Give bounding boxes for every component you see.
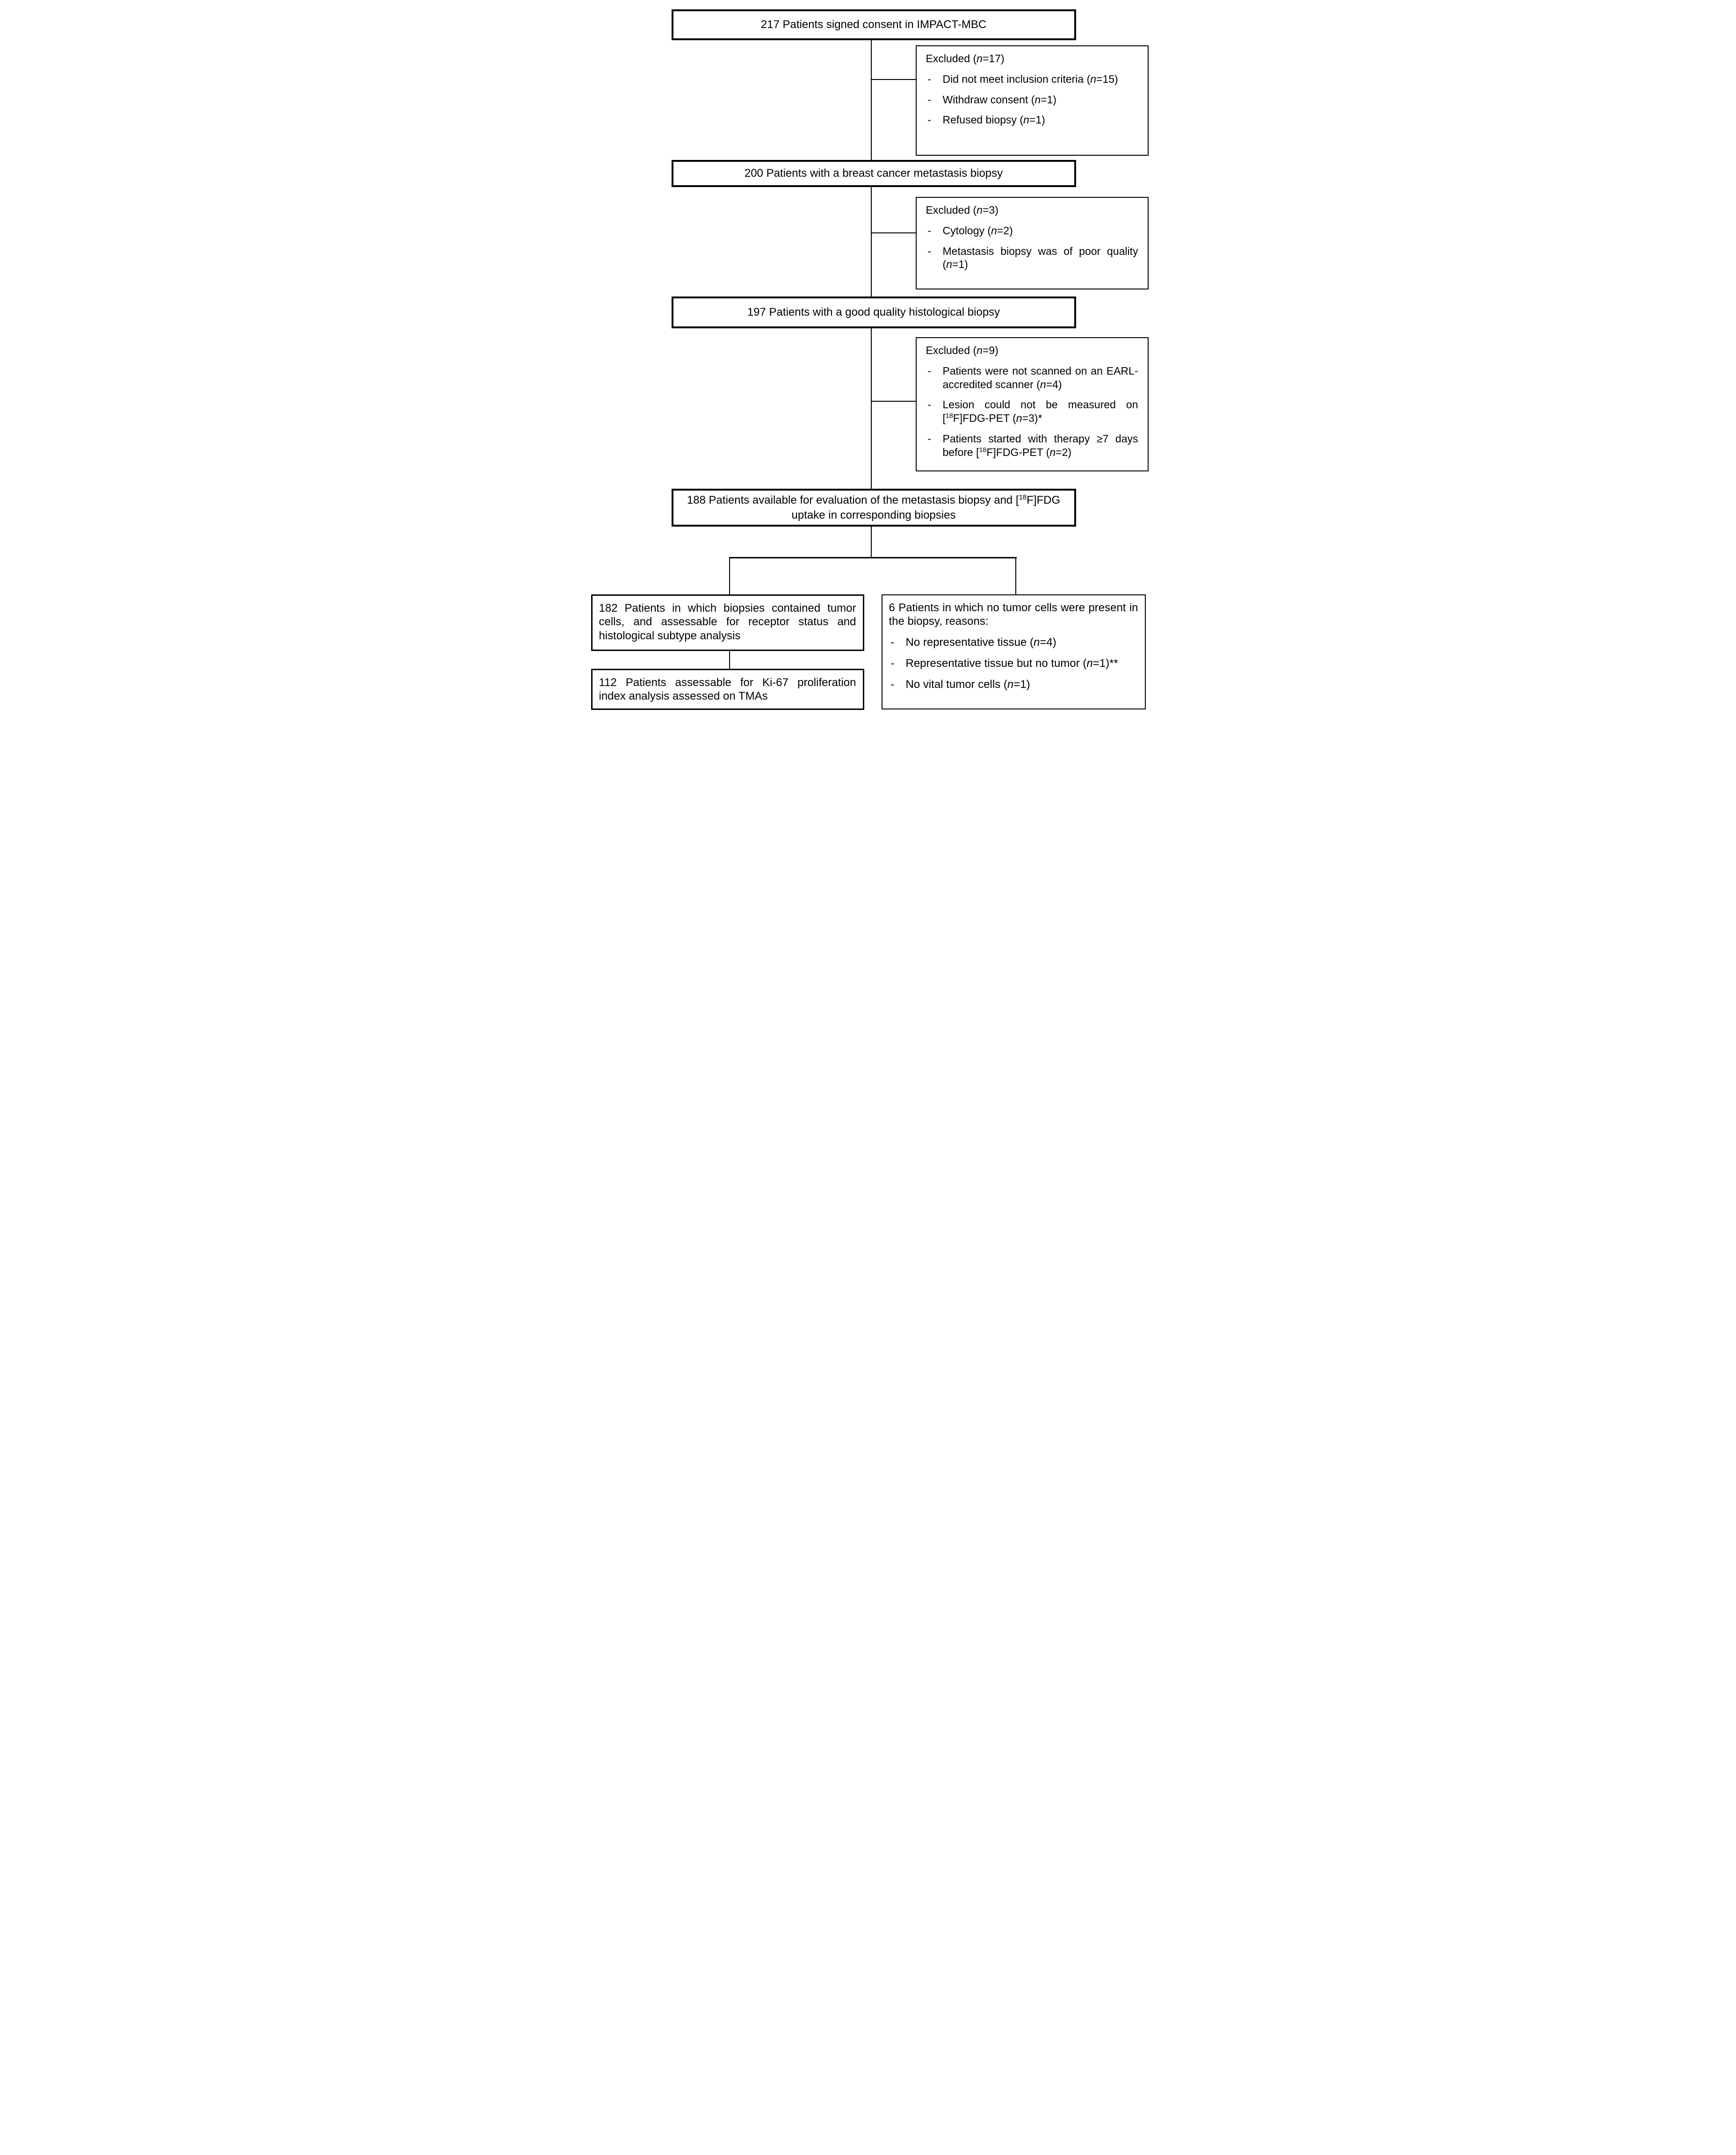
excluded-box-n3-item: Cytology (n=2) xyxy=(926,224,1138,238)
flow-box-consent-217: 217 Patients signed consent in IMPACT-MB… xyxy=(671,9,1076,40)
excluded-box-n9-item: Patients started with therapy ≥7 days be… xyxy=(926,432,1138,459)
connector-split-bar xyxy=(729,557,1017,558)
flow-box-consent-217-text: 217 Patients signed consent in IMPACT-MB… xyxy=(760,18,987,31)
excluded-box-n17-item: Withdraw consent (n=1) xyxy=(926,93,1138,107)
flow-box-tumor-cells-182: 182 Patients in which biopsies contained… xyxy=(591,594,864,651)
connector-197-to-188 xyxy=(870,328,872,489)
excluded-box-n9: Excluded (n=9) Patients were not scanned… xyxy=(915,337,1149,471)
flow-box-histology-197: 197 Patients with a good quality histolo… xyxy=(671,296,1076,328)
connector-consent-to-200 xyxy=(870,40,872,160)
no-tumor-box-6-item: No vital tumor cells (n=1) xyxy=(889,678,1138,692)
consort-flow-diagram: 217 Patients signed consent in IMPACT-MB… xyxy=(579,0,1157,718)
connector-to-excluded-17 xyxy=(871,79,917,80)
excluded-box-n17-item: Refused biopsy (n=1) xyxy=(926,113,1138,127)
flow-box-evaluable-188: 188 Patients available for evaluation of… xyxy=(671,489,1076,527)
flow-box-evaluable-188-text: 188 Patients available for evaluation of… xyxy=(687,494,1061,521)
excluded-box-n3-item: Metastasis biopsy was of poor quality (n… xyxy=(926,245,1138,272)
connector-to-excluded-3 xyxy=(871,232,917,233)
flow-box-histology-197-text: 197 Patients with a good quality histolo… xyxy=(747,306,1000,319)
connector-split-to-182 xyxy=(729,558,730,594)
no-tumor-box-6-item: No representative tissue (n=4) xyxy=(889,636,1138,650)
no-tumor-box-6: 6 Patients in which no tumor cells were … xyxy=(881,594,1146,709)
connector-188-to-split xyxy=(870,527,872,557)
no-tumor-box-6-title: 6 Patients in which no tumor cells were … xyxy=(889,601,1138,628)
excluded-box-n17-item: Did not meet inclusion criteria (n=15) xyxy=(926,72,1138,86)
flow-box-biopsy-200: 200 Patients with a breast cancer metast… xyxy=(671,160,1076,187)
connector-200-to-197 xyxy=(870,187,872,296)
excluded-box-n3: Excluded (n=3) Cytology (n=2) Metastasis… xyxy=(915,197,1149,289)
flow-box-biopsy-200-text: 200 Patients with a breast cancer metast… xyxy=(744,167,1003,180)
flow-box-ki67-112: 112 Patients assessable for Ki-67 prolif… xyxy=(591,669,864,710)
excluded-box-n17: Excluded (n=17) Did not meet inclusion c… xyxy=(915,45,1149,156)
excluded-box-n9-item: Patients were not scanned on an EARL-acc… xyxy=(926,364,1138,391)
excluded-box-n17-title: Excluded (n=17) xyxy=(926,52,1005,65)
connector-to-excluded-9 xyxy=(871,401,917,402)
excluded-box-n9-item: Lesion could not be measured on [18F]FDG… xyxy=(926,398,1138,425)
excluded-box-n9-title: Excluded (n=9) xyxy=(926,344,998,356)
flow-box-tumor-cells-182-text: 182 Patients in which biopsies contained… xyxy=(599,602,856,642)
connector-182-to-112 xyxy=(729,651,730,669)
flow-box-ki67-112-text: 112 Patients assessable for Ki-67 prolif… xyxy=(599,676,856,703)
no-tumor-box-6-item: Representative tissue but no tumor (n=1)… xyxy=(889,657,1138,671)
excluded-box-n3-title: Excluded (n=3) xyxy=(926,204,998,216)
connector-split-to-6 xyxy=(1015,558,1016,594)
